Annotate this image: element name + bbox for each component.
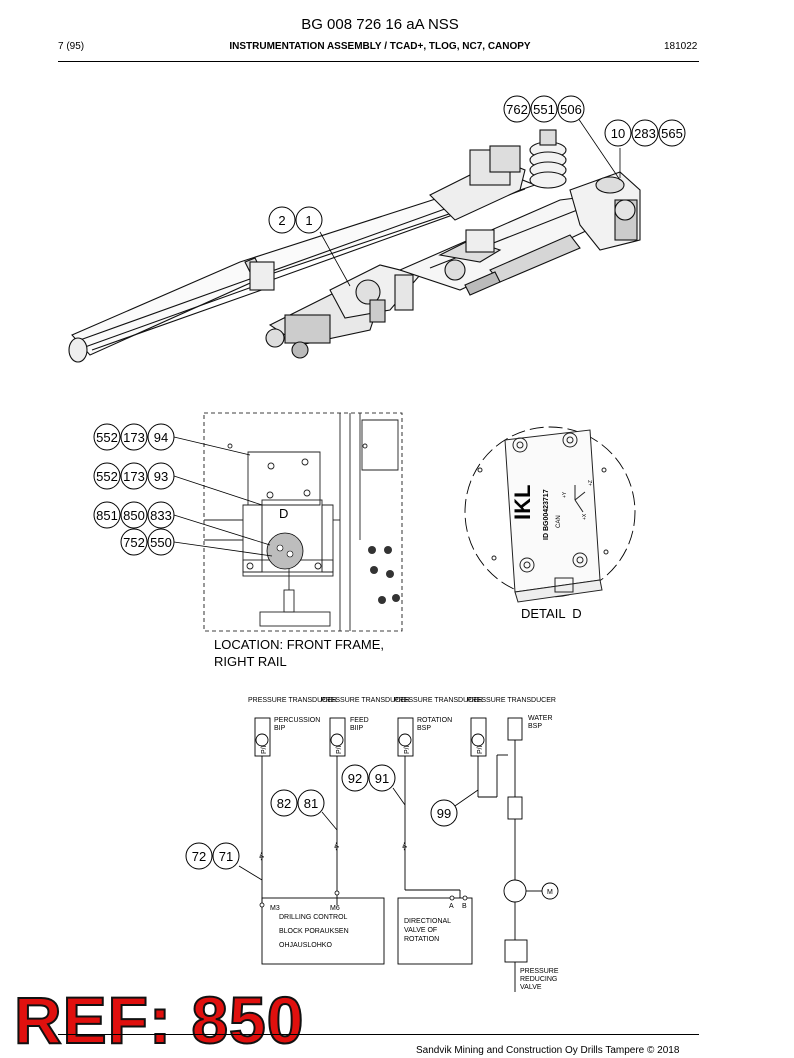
top-leaders — [319, 117, 621, 287]
block-name-3: OHJAUSLOHKO — [279, 942, 332, 949]
callout-number: 99 — [437, 806, 451, 821]
callout-number: 762 — [506, 102, 528, 117]
location-line-2: RIGHT RAIL — [214, 654, 287, 669]
callout-number: 552 — [96, 469, 118, 484]
block-port-m3: M3 — [270, 905, 280, 912]
callout-number: 2 — [278, 213, 285, 228]
plate-axis-y: +Y — [562, 491, 568, 498]
plate-logo: IKL — [510, 485, 535, 520]
callout-number: 93 — [154, 469, 168, 484]
sensor-port-3: BSP — [417, 725, 431, 732]
callout-number: 94 — [154, 430, 168, 445]
callout-bubble — [295, 206, 323, 234]
detail-callouts: 552 173 94 552 173 93 851 850 833 752 55… — [93, 423, 273, 557]
callout-number: 550 — [150, 535, 172, 550]
location-line-1: LOCATION: FRONT FRAME, — [214, 637, 384, 652]
plate-id: ID BG00423717 — [543, 489, 550, 540]
callout-bubble — [631, 119, 659, 147]
reducing-valve-3: VALVE — [520, 984, 542, 991]
callout-number: 71 — [219, 849, 233, 864]
callout-number: 551 — [533, 102, 555, 117]
callout-number: 10 — [611, 126, 625, 141]
hose-tag-3: -4- — [400, 842, 407, 851]
valve-name-3: ROTATION — [404, 936, 439, 943]
callout-bubble — [530, 95, 558, 123]
sensor-name-4: WATER — [528, 715, 553, 722]
document-title: BG 008 726 16 aA NSS — [301, 16, 459, 33]
callout-number: 91 — [375, 771, 389, 786]
callout-number: 851 — [96, 508, 118, 523]
symbol-text-2: P/I — [336, 745, 343, 754]
location-view: D — [203, 412, 403, 632]
plate-can-label: CAN — [556, 515, 562, 528]
callout-number: 1 — [305, 213, 312, 228]
callout-number: 283 — [634, 126, 656, 141]
block-name-2: BLOCK PORAUKSEN — [279, 928, 349, 935]
reducing-valve-2: REDUCING — [520, 976, 557, 983]
detail-marker: D — [279, 506, 288, 521]
document-code: 181022 — [664, 41, 698, 52]
callout-number: 552 — [96, 430, 118, 445]
callout-number: 850 — [123, 508, 145, 523]
top-callouts: 762 551 506 10 283 565 2 1 — [268, 95, 686, 234]
sensor-port-2: BIIP — [350, 725, 364, 732]
valve-name-2: VALVE OF — [404, 927, 437, 934]
callout-number: 833 — [150, 508, 172, 523]
callout-number: 81 — [304, 796, 318, 811]
symbol-text-4: P/I — [477, 745, 484, 754]
callout-bubble — [604, 119, 632, 147]
detail-d-view: IKL ID BG00423717 CAN +Y +Z +X — [464, 426, 636, 603]
callout-number: 72 — [192, 849, 206, 864]
hose-tag-1: -4- — [257, 852, 264, 861]
callout-bubble — [658, 119, 686, 147]
detail-caption: DETAIL D — [521, 606, 582, 621]
sensor-port-1: BIP — [274, 725, 286, 732]
section-title: INSTRUMENTATION ASSEMBLY / TCAD+, TLOG, … — [229, 41, 531, 52]
boom-illustration — [68, 129, 641, 363]
plate-axis-x: +X — [582, 513, 588, 520]
callout-number: 173 — [123, 430, 145, 445]
callout-number: 565 — [661, 126, 683, 141]
footer-copyright: Sandvik Mining and Construction Oy Drill… — [416, 1045, 680, 1056]
valve-port-a: A — [449, 903, 454, 910]
footer-rule — [58, 1034, 699, 1035]
callout-number: 752 — [123, 535, 145, 550]
motor-label: M — [547, 889, 553, 896]
callout-bubble — [268, 206, 296, 234]
sensor-type-2: PRESSURE TRANSDUCER — [321, 697, 410, 704]
reference-watermark: REF: 850 — [13, 982, 305, 1058]
callout-number: 92 — [348, 771, 362, 786]
callout-bubble — [503, 95, 531, 123]
sensor-name-1: PERCUSSION — [274, 717, 320, 724]
sensor-type-4: PRESSURE TRANSDUCER — [467, 697, 556, 704]
page-number: 7 (95) — [58, 41, 85, 52]
callout-bubble — [557, 95, 585, 123]
block-port-m6: M6 — [330, 905, 340, 912]
callout-number: 82 — [277, 796, 291, 811]
sensor-port-4: BSP — [528, 723, 542, 730]
block-name-1: DRILLING CONTROL — [279, 914, 348, 921]
valve-name-1: DIRECTIONAL — [404, 918, 451, 925]
callout-number: 173 — [123, 469, 145, 484]
hydraulic-schematic: PRESSURE TRANSDUCER PRESSURE TRANSDUCER … — [185, 697, 559, 992]
header-rule — [58, 61, 699, 62]
callout-number: 506 — [560, 102, 582, 117]
reducing-valve-1: PRESSURE — [520, 968, 559, 975]
sensor-type-3: PRESSURE TRANSDUCER — [394, 697, 483, 704]
symbol-text-1: P/I — [261, 745, 268, 754]
hose-tag-2: -4- — [332, 842, 339, 851]
plate-axis-z: +Z — [588, 480, 594, 486]
sensor-name-2: FEED — [350, 717, 369, 724]
valve-port-b: B — [462, 903, 467, 910]
sensor-name-3: ROTATION — [417, 717, 452, 724]
symbol-text-3: P/I — [404, 745, 411, 754]
sensor-type-1: PRESSURE TRANSDUCER — [248, 697, 337, 704]
